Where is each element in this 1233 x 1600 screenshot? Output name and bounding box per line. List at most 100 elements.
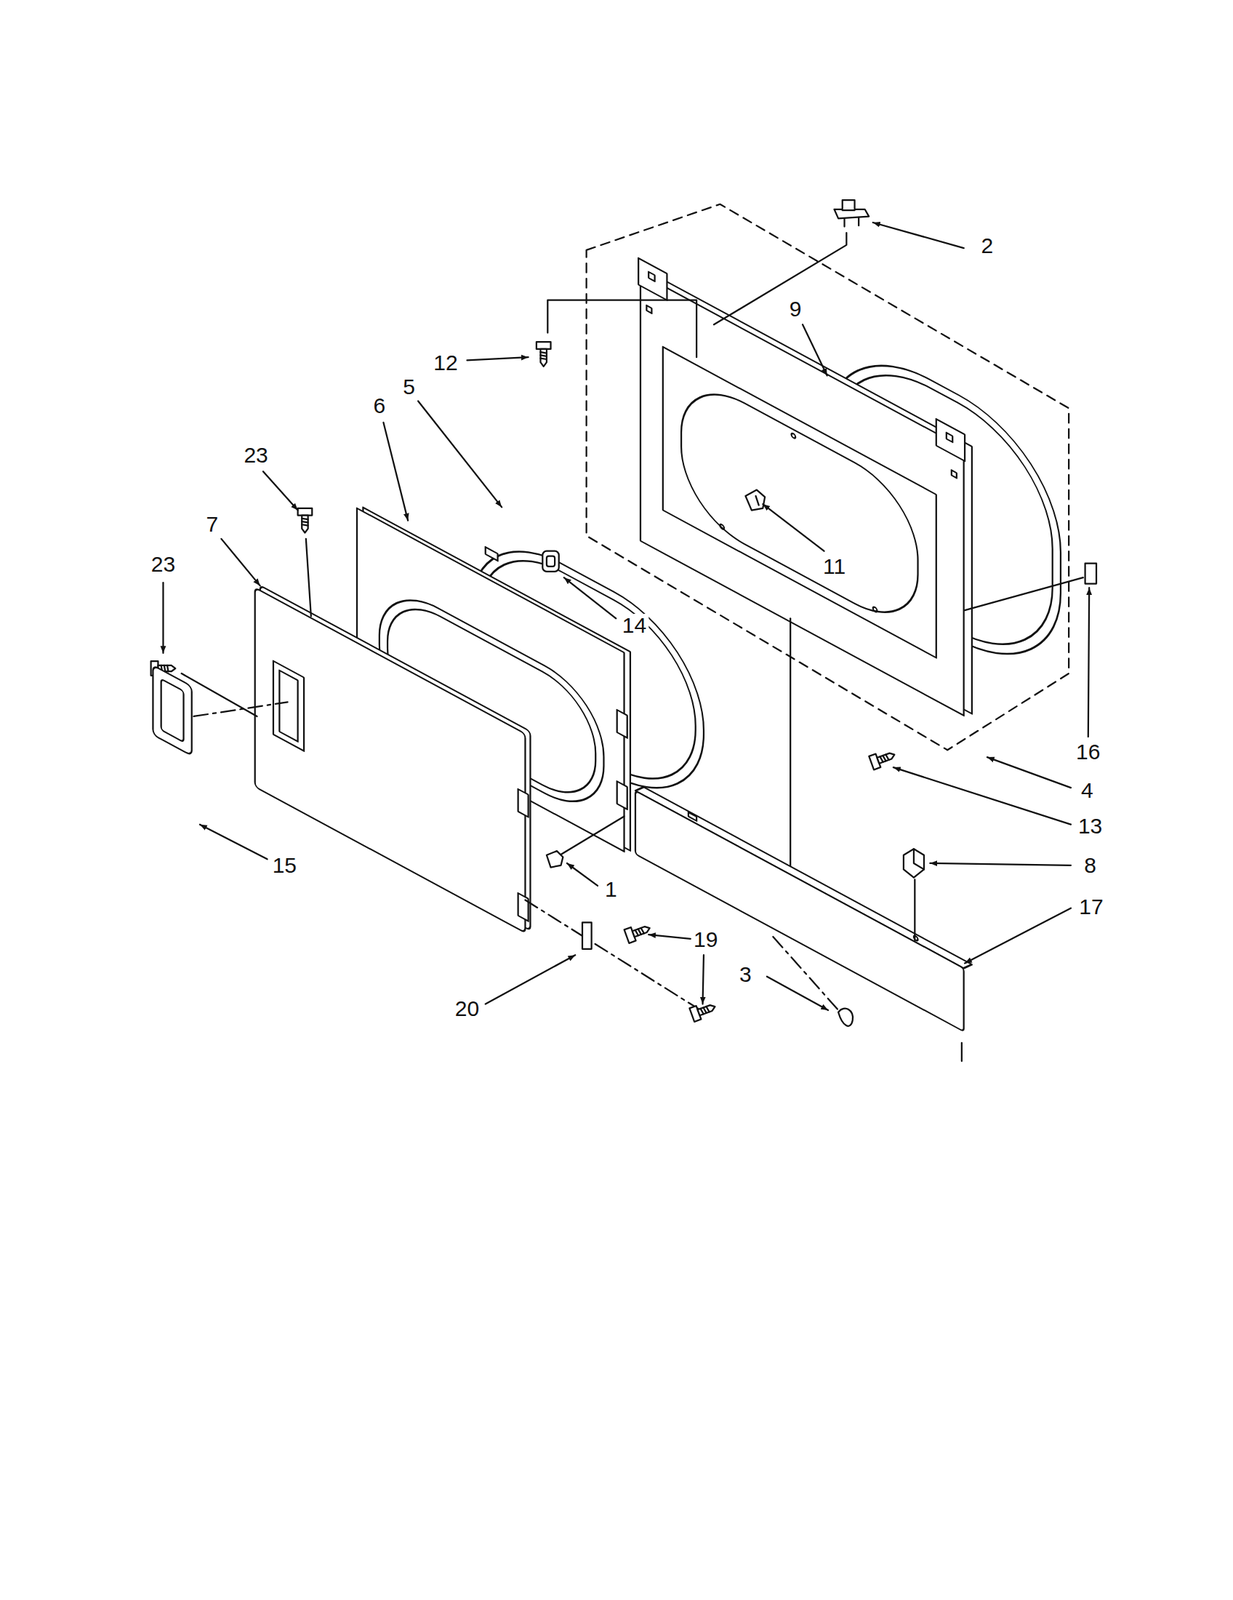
toe-panel [635,782,973,1036]
callout-number: 6 [371,394,389,418]
callout-number: 2 [979,234,996,258]
callout-arrows [564,577,617,618]
door [273,660,304,751]
front-panel-frame [681,368,918,637]
front-panel-frame [946,432,953,443]
door-handle [152,665,192,756]
door-strike [542,551,559,572]
front-panel-frame [873,606,878,613]
callout-arrows [762,503,824,552]
clip [903,848,925,877]
leader-line [964,577,1084,610]
front-panel-frame [640,273,965,716]
door-catch [745,490,765,511]
callout-arrows [162,582,164,653]
callout-arrows [162,222,1090,1010]
callout-arrows [929,862,1071,866]
callout-number: 16 [1073,740,1103,764]
door [255,587,526,933]
callout-arrows [648,934,691,939]
inner-door-panel [485,546,498,561]
screw [624,921,653,943]
callout-number: 7 [203,512,221,536]
callout-number: 8 [1081,853,1099,877]
leader-line [772,936,839,1010]
door-catch [745,490,765,511]
front-panel-frame [719,523,725,530]
inner-door-panel [617,780,628,809]
clip [903,848,925,877]
callout-number: 3 [737,962,754,986]
callout-number: 14 [620,613,649,637]
callout-arrows [873,222,965,248]
screw [868,747,897,770]
toe-panel [635,790,965,1031]
callout-number: 13 [1075,814,1105,838]
door-handle [152,665,192,756]
callout-number: 5 [400,375,418,399]
clip [913,848,925,869]
front-panel-frame [791,432,797,440]
callout-arrows [383,422,408,521]
leader-line [181,673,258,717]
callout-arrows [567,862,598,886]
door-catch [755,495,759,506]
callout-arrows [221,538,260,586]
door [279,670,298,742]
door-switch [844,217,860,227]
callout-number: 17 [1076,894,1106,919]
door [255,582,531,935]
leader-line [961,1042,963,1061]
callout-arrows [199,824,268,860]
leader-line [559,815,624,855]
door-switch [842,199,855,211]
leader-line [789,617,791,879]
leader-line [913,878,916,941]
callout-number: 23 [241,443,270,467]
callout-arrows [466,356,528,360]
callout-number: 9 [787,297,805,321]
plate [1085,563,1097,584]
door-switch [834,199,870,227]
callout-number: 11 [820,554,848,578]
front-panel-frame [638,258,667,301]
front-panel-frame [638,258,973,720]
callout-arrows [263,471,299,510]
callout-arrows [802,324,828,376]
bumper [546,850,563,867]
inner-door-panel [617,709,628,738]
screw [536,341,552,367]
callout-arrows [418,401,502,508]
front-panel-frame [646,305,652,314]
screw [298,508,313,533]
leader-line [547,300,697,358]
spring-clip [838,1008,853,1026]
callout-number: 19 [691,927,720,951]
callout-arrows [1088,587,1090,737]
callout-arrows [893,766,1071,825]
callout-number: 1 [602,877,620,901]
front-panel-frame [648,271,655,282]
callout-number: 12 [431,351,460,375]
toe-panel [688,812,697,821]
leader-line [194,701,288,717]
door [518,892,529,921]
callout-arrows [987,756,1071,788]
front-panel-frame [951,469,957,478]
callout-number: 20 [452,996,482,1020]
leader-line [524,899,704,1012]
callout-arrows [703,954,704,1004]
door [518,788,529,817]
callout-arrows [964,908,1071,964]
front-panel-frame [663,346,937,658]
callout-arrows [766,976,829,1010]
front-panel-frame [936,418,965,461]
door-strike [542,551,559,572]
callout-number: 15 [270,853,299,877]
hinge-bracket [582,921,592,949]
callout-number: 4 [1078,778,1096,802]
door-strike [546,556,555,567]
